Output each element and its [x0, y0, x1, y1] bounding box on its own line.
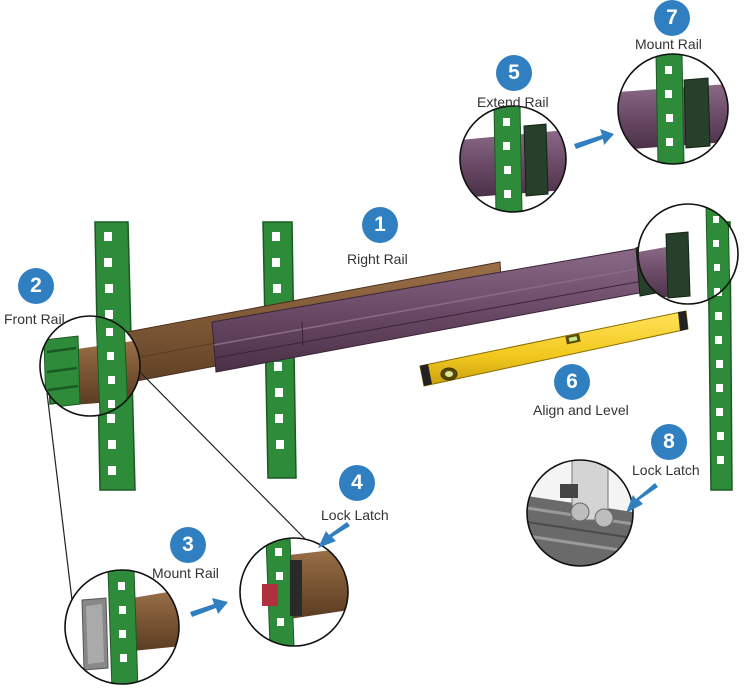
step-label-rear-mount-rail: Mount Rail — [635, 36, 702, 52]
step-badge-7: 7 — [654, 0, 690, 36]
detail-rear-mount-rail-circle — [617, 53, 729, 165]
detail-mount-rail-circle — [64, 569, 180, 685]
detail-leader-line — [139, 371, 315, 549]
detail-leader-line — [46, 392, 73, 601]
arrow-extend-to-mount — [574, 129, 614, 149]
step-badge-3: 3 — [170, 527, 206, 563]
step-label-align-and-level: Align and Level — [533, 402, 629, 418]
arrow-rear-latch-pointer — [626, 483, 658, 513]
step-label-front-rail: Front Rail — [4, 311, 65, 327]
step-badge-8: 8 — [651, 424, 687, 460]
step-label-rear-lock-latch: Lock Latch — [632, 462, 700, 478]
detail-extend-rail-circle — [459, 105, 567, 213]
step-label-lock-latch: Lock Latch — [321, 507, 389, 523]
step-badge-1: 1 — [362, 207, 398, 243]
detail-rear-rail-end-circle — [637, 203, 739, 305]
step-badge-2: 2 — [18, 268, 54, 304]
step-label-extend-rail: Extend Rail — [477, 94, 549, 110]
step-label-right-rail: Right Rail — [347, 251, 408, 267]
detail-rear-lock-latch-circle — [526, 459, 634, 567]
step-label-mount-rail: Mount Rail — [152, 565, 219, 581]
spirit-level — [419, 310, 689, 387]
step-badge-4: 4 — [339, 465, 375, 501]
detail-lock-latch-circle — [239, 537, 349, 647]
detail-front-rail-circle — [39, 315, 141, 417]
step-badge-6: 6 — [554, 364, 590, 400]
step-badge-5: 5 — [496, 55, 532, 91]
arrow-latch-pointer — [318, 522, 350, 548]
arrow-mount-to-latch — [190, 598, 228, 617]
